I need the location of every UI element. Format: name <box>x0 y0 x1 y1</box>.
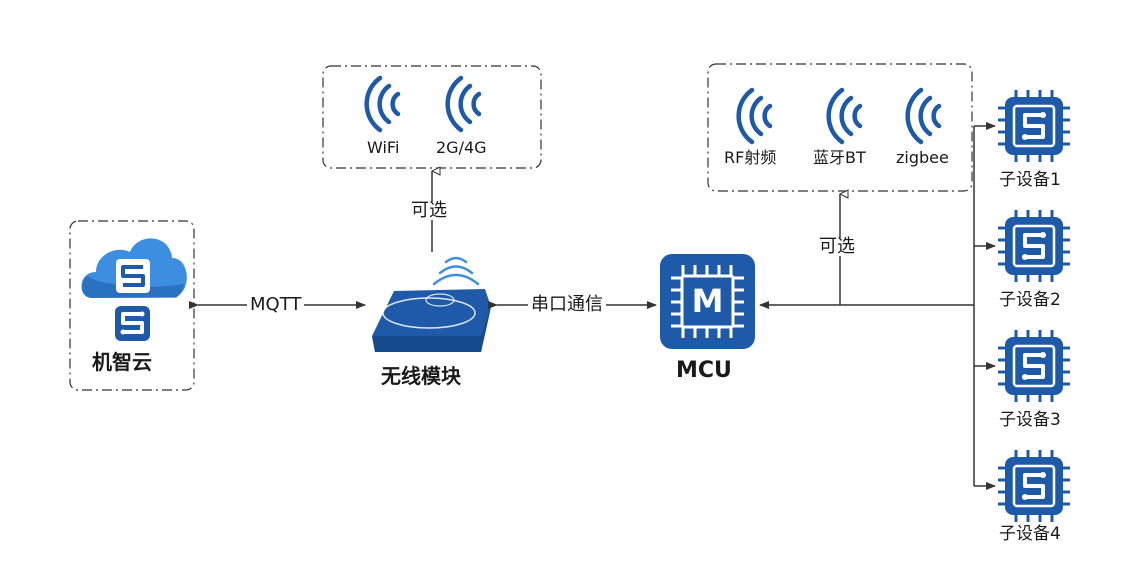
gizwits-logo-icon <box>115 306 150 341</box>
sub-device-chip-icon <box>996 208 1072 284</box>
sub-device-label: 子设备3 <box>999 410 1061 430</box>
local-option-bluetooth: 蓝牙BT <box>813 148 866 167</box>
mqtt-label: MQTT <box>247 296 305 314</box>
local-options-box <box>707 63 973 192</box>
mcu-chip-icon: M <box>660 254 755 349</box>
sub-device-label: 子设备4 <box>999 524 1061 544</box>
cloud-logo-icon <box>81 238 187 298</box>
network-options-box <box>322 65 542 169</box>
rf-signal-icon <box>739 90 770 142</box>
local-option-rf: RF射频 <box>724 148 777 167</box>
zigbee-signal-icon <box>908 90 939 142</box>
wifi-signal-icon <box>367 78 398 130</box>
optional-local-label: 可选 <box>816 238 858 256</box>
sub-device-label: 子设备2 <box>999 290 1061 310</box>
cellular-signal-icon <box>448 78 479 130</box>
cloud-label: 机智云 <box>92 350 152 374</box>
cloud-box <box>69 220 195 391</box>
network-option-wifi: WiFi <box>367 138 400 157</box>
sub-device-chip-icon <box>996 88 1072 164</box>
sub-device-chip-icon <box>996 328 1072 404</box>
bluetooth-signal-icon <box>829 90 860 142</box>
mcu-chip-letter: M <box>692 282 724 320</box>
mcu-label: MCU <box>676 358 732 383</box>
serial-label: 串口通信 <box>528 296 606 314</box>
sub-device-chip-icon <box>996 448 1072 524</box>
network-option-cellular: 2G/4G <box>436 138 487 157</box>
sub-device-label: 子设备1 <box>999 170 1061 190</box>
wireless-module-label: 无线模块 <box>381 364 461 388</box>
local-option-zigbee: zigbee <box>896 148 949 167</box>
wireless-router-icon <box>372 256 491 352</box>
optional-network-label: 可选 <box>408 202 450 220</box>
connectors <box>189 122 996 490</box>
